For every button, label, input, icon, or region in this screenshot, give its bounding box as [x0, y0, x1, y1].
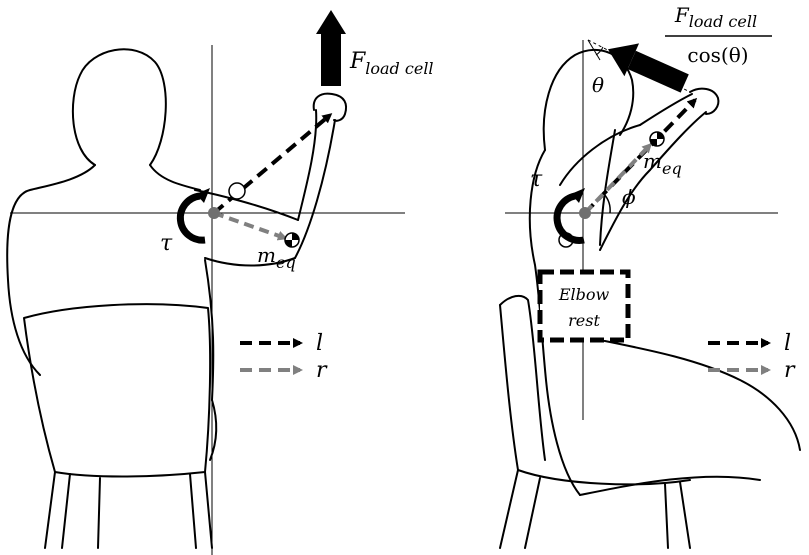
left-mass-label: meq: [257, 243, 296, 272]
theta-arc: [595, 46, 604, 56]
left-torque-arrowhead: [196, 188, 210, 203]
right-mass-label: meq: [643, 149, 682, 178]
phi-label: ϕ: [622, 185, 636, 209]
left-legend-r-label: r: [316, 358, 328, 383]
right-panel: Elbow rest θ Fload cell cos(θ): [499, 3, 801, 549]
left-torque-arc: [176, 192, 206, 244]
right-l-vector: [583, 97, 698, 215]
left-joint-marker: [208, 207, 220, 219]
elbow-rest-label-line1: Elbow: [558, 285, 610, 304]
left-person-outline: [6, 48, 348, 401]
left-force-label: Fload cell: [349, 49, 434, 78]
left-legend-l-label: l: [316, 331, 323, 356]
theta-arm-line: [587, 39, 601, 61]
right-torque-label: τ: [530, 167, 543, 192]
theta-reference-line: [587, 39, 691, 93]
right-force-denominator: cos(θ): [687, 43, 748, 67]
right-force-numerator: Fload cell: [674, 3, 757, 31]
right-chair: [499, 294, 691, 549]
left-torque-label: τ: [160, 231, 173, 256]
left-panel: Fload cell τ meq l r: [6, 10, 434, 555]
right-torque-arrowhead: [571, 188, 585, 203]
left-legend: l r: [240, 331, 328, 383]
left-chair: [23, 303, 218, 549]
left-force-arrow: [316, 10, 346, 86]
right-legend-l-label: l: [784, 331, 791, 356]
right-legend: l r: [708, 331, 796, 383]
right-legend-r-label: r: [784, 358, 796, 383]
left-r-vector: [213, 211, 288, 241]
left-com-marker-1: [228, 182, 246, 200]
right-com-marker-1: [649, 131, 665, 147]
right-force-arrow: [607, 43, 689, 93]
left-com-marker-2: [284, 232, 300, 248]
phi-arc: [603, 193, 611, 214]
elbow-rest-box: [537, 269, 631, 343]
left-l-vector: [212, 113, 333, 215]
theta-label: θ: [592, 73, 604, 97]
right-joint-marker: [579, 207, 591, 219]
elbow-rest-label-line2: rest: [568, 311, 600, 330]
right-torque-arc: [553, 192, 585, 244]
